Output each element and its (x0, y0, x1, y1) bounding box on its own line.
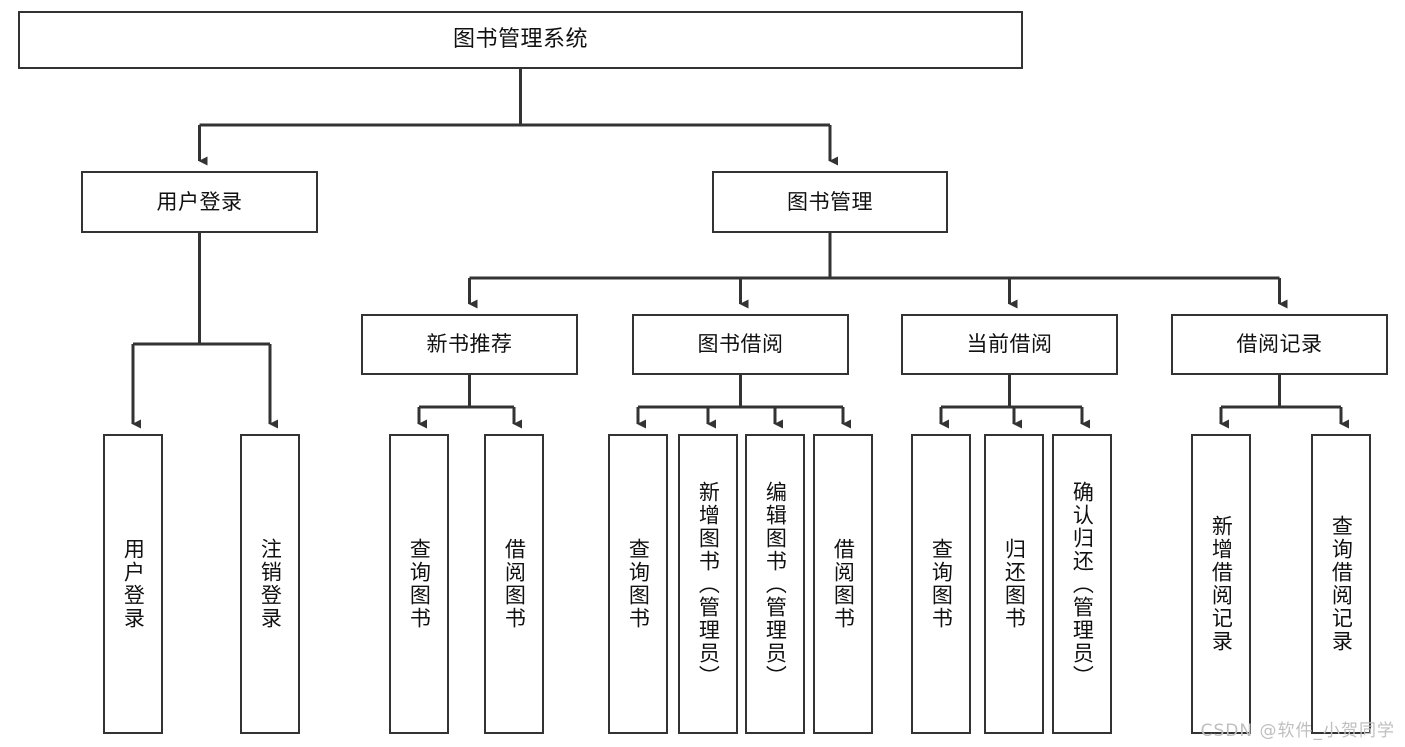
node-leaf-return-book[interactable]: 归还图书 (984, 434, 1044, 734)
node-leaf-add-borrow-record[interactable]: 新增借阅记录 (1191, 434, 1251, 734)
node-leaf-add-book[interactable]: 新增图书（管理员） (678, 434, 738, 734)
node-label: 归还图书 (1002, 538, 1027, 630)
node-leaf-query-borrow-record[interactable]: 查询借阅记录 (1311, 434, 1371, 734)
node-book-manage[interactable]: 图书管理 (712, 171, 948, 233)
node-label: 查询借阅记录 (1329, 515, 1354, 653)
node-leaf-query-book-current[interactable]: 查询图书 (911, 434, 971, 734)
node-label: 图书借阅 (697, 332, 784, 357)
node-label: 图书管理系统 (452, 27, 588, 53)
node-book-management-system[interactable]: 图书管理系统 (18, 11, 1023, 69)
node-label: 用户登录 (156, 189, 243, 214)
node-label: 编辑图书（管理员） (763, 480, 788, 688)
node-label: 确认归还（管理员） (1070, 480, 1095, 688)
node-label: 查询图书 (929, 538, 954, 630)
node-label: 借阅图书 (502, 538, 527, 630)
node-label: 图书管理 (787, 189, 873, 214)
node-label: 借阅图书 (831, 538, 856, 630)
node-leaf-query-book-borrow[interactable]: 查询图书 (608, 434, 668, 734)
node-new-book-recommend[interactable]: 新书推荐 (361, 314, 578, 375)
node-borrow-record[interactable]: 借阅记录 (1171, 314, 1388, 375)
watermark-text: CSDN @软件_小贺同学 (1200, 721, 1395, 741)
node-label: 新增借阅记录 (1209, 515, 1234, 653)
node-leaf-borrow-book-recommend[interactable]: 借阅图书 (484, 434, 544, 734)
node-book-borrow[interactable]: 图书借阅 (632, 314, 849, 375)
node-label: 当前借阅 (966, 332, 1053, 357)
node-label: 注销登录 (258, 538, 283, 630)
node-leaf-edit-book[interactable]: 编辑图书（管理员） (745, 434, 805, 734)
node-current-borrow[interactable]: 当前借阅 (901, 314, 1118, 375)
node-leaf-query-book-recommend[interactable]: 查询图书 (389, 434, 449, 734)
node-leaf-logout[interactable]: 注销登录 (240, 434, 300, 734)
node-leaf-borrow-book[interactable]: 借阅图书 (813, 434, 873, 734)
node-label: 用户登录 (121, 538, 146, 630)
node-label: 借阅记录 (1236, 332, 1323, 357)
node-label: 查询图书 (407, 538, 432, 630)
node-label: 查询图书 (626, 538, 651, 630)
node-label: 新增图书（管理员） (696, 480, 721, 688)
node-leaf-user-login[interactable]: 用户登录 (103, 434, 163, 734)
node-label: 新书推荐 (426, 332, 513, 357)
node-user-login[interactable]: 用户登录 (81, 171, 318, 233)
node-leaf-confirm-return[interactable]: 确认归还（管理员） (1052, 434, 1112, 734)
